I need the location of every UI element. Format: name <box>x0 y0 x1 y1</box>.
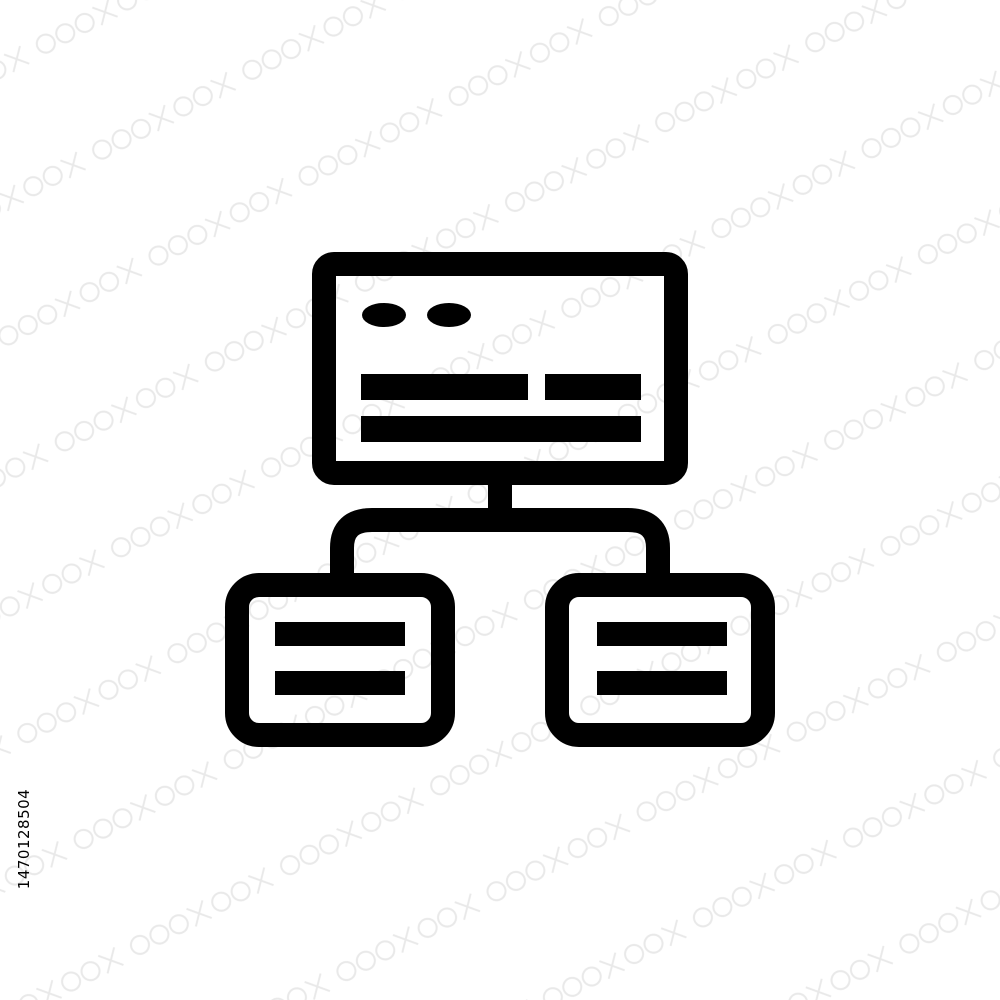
monitor-icon <box>312 252 688 485</box>
document-box-icon <box>545 573 775 747</box>
stock-id-text: 1470128504 <box>15 788 33 890</box>
connector-lines <box>330 472 670 586</box>
document-box-icon <box>225 573 455 747</box>
